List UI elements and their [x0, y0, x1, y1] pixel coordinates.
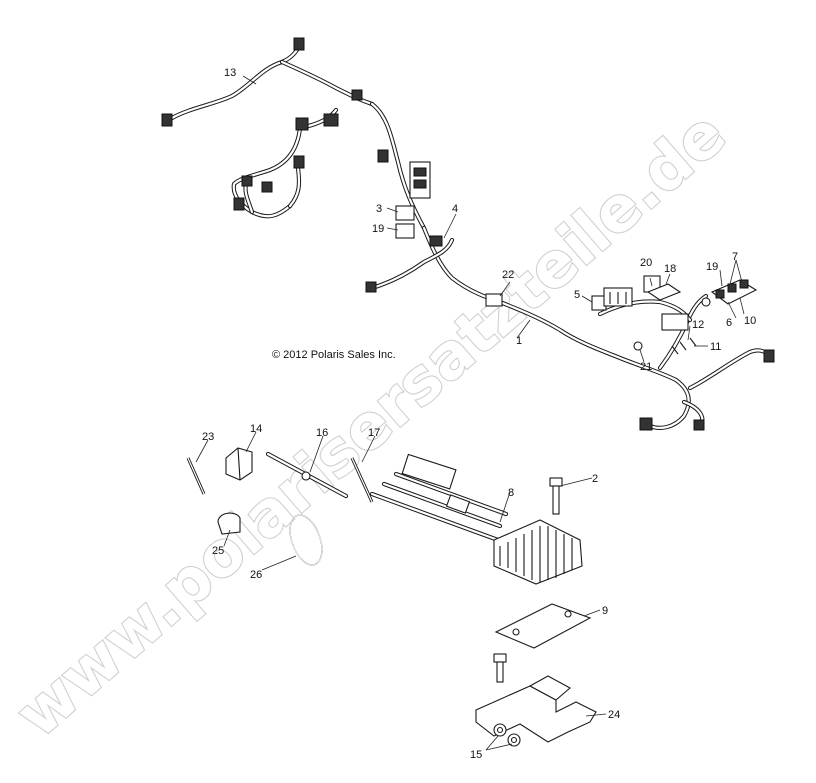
- screw-21: [633, 341, 643, 351]
- watermark: www.polarisersatzteile.de: [1, 96, 741, 753]
- callout-15: 15: [470, 749, 482, 761]
- connector: [365, 281, 377, 293]
- switch: [739, 279, 749, 289]
- callout-22: 22: [502, 269, 514, 281]
- bolt-2: [552, 485, 560, 515]
- connector: [261, 181, 273, 193]
- bolt-head: [493, 653, 507, 663]
- connector: [233, 197, 245, 211]
- lower-parts: [186, 447, 597, 747]
- callout-16: 16: [316, 427, 328, 439]
- callout-9: 9: [602, 605, 608, 617]
- relay: [395, 223, 415, 239]
- module-18: [646, 283, 682, 301]
- callout-12: 12: [692, 319, 704, 331]
- harness-clip: [485, 293, 503, 307]
- callout-11: 11: [710, 341, 721, 353]
- callout-4: 4: [452, 203, 458, 215]
- callout-6: 6: [726, 317, 732, 329]
- fuse: [413, 167, 427, 177]
- grommet: [701, 297, 711, 307]
- callout-19-switch: 19: [706, 261, 718, 273]
- copyright-notice: © 2012 Polaris Sales Inc.: [272, 349, 396, 361]
- fuse: [413, 179, 427, 189]
- connector: [293, 37, 305, 51]
- callout-8: 8: [508, 487, 514, 499]
- electrical-modules: [591, 275, 758, 355]
- connector: [763, 349, 775, 363]
- callout-17: 17: [368, 427, 380, 439]
- callout-labels: 13 3 19 4 22 1 5 20 18 19 7 6 10 12 11 2…: [202, 67, 756, 761]
- connector: [323, 113, 339, 127]
- relay: [395, 205, 415, 221]
- bolt-head: [549, 477, 563, 487]
- bracket-tab: [528, 675, 571, 701]
- callout-14: 14: [250, 423, 262, 435]
- callout-21: 21: [640, 361, 652, 373]
- callout-3: 3: [376, 203, 382, 215]
- callout-7: 7: [732, 251, 738, 263]
- regulator-8: [493, 519, 583, 585]
- junction-block: [429, 235, 443, 247]
- watermark-text: www.polarisersatzteile.de: [2, 97, 739, 751]
- connector: [639, 417, 653, 431]
- callout-23: 23: [202, 431, 214, 443]
- connector: [241, 175, 253, 187]
- callout-25: 25: [212, 545, 224, 557]
- connector: [293, 155, 305, 169]
- callout-26: 26: [250, 569, 262, 581]
- callout-1: 1: [516, 335, 522, 347]
- connector: [295, 117, 309, 131]
- callout-5: 5: [574, 289, 580, 301]
- switch: [715, 289, 725, 299]
- bracket-24: [475, 685, 597, 743]
- connector: [351, 89, 363, 101]
- callout-19: 19: [372, 223, 384, 235]
- connector: [161, 113, 173, 127]
- bolt: [496, 661, 504, 683]
- clamp-25: [217, 512, 241, 535]
- leader-lines: [195, 75, 745, 751]
- connector: [693, 419, 705, 431]
- callout-18: 18: [664, 263, 676, 275]
- switch: [727, 283, 737, 293]
- relay-block: [661, 313, 689, 331]
- callout-20: 20: [640, 257, 652, 269]
- callout-24: 24: [608, 709, 620, 721]
- connector: [377, 149, 389, 163]
- callout-10: 10: [744, 315, 756, 327]
- plug-housing: [401, 453, 457, 490]
- callout-13: 13: [224, 67, 236, 79]
- plate-9: [494, 603, 592, 649]
- callout-2: 2: [592, 473, 598, 485]
